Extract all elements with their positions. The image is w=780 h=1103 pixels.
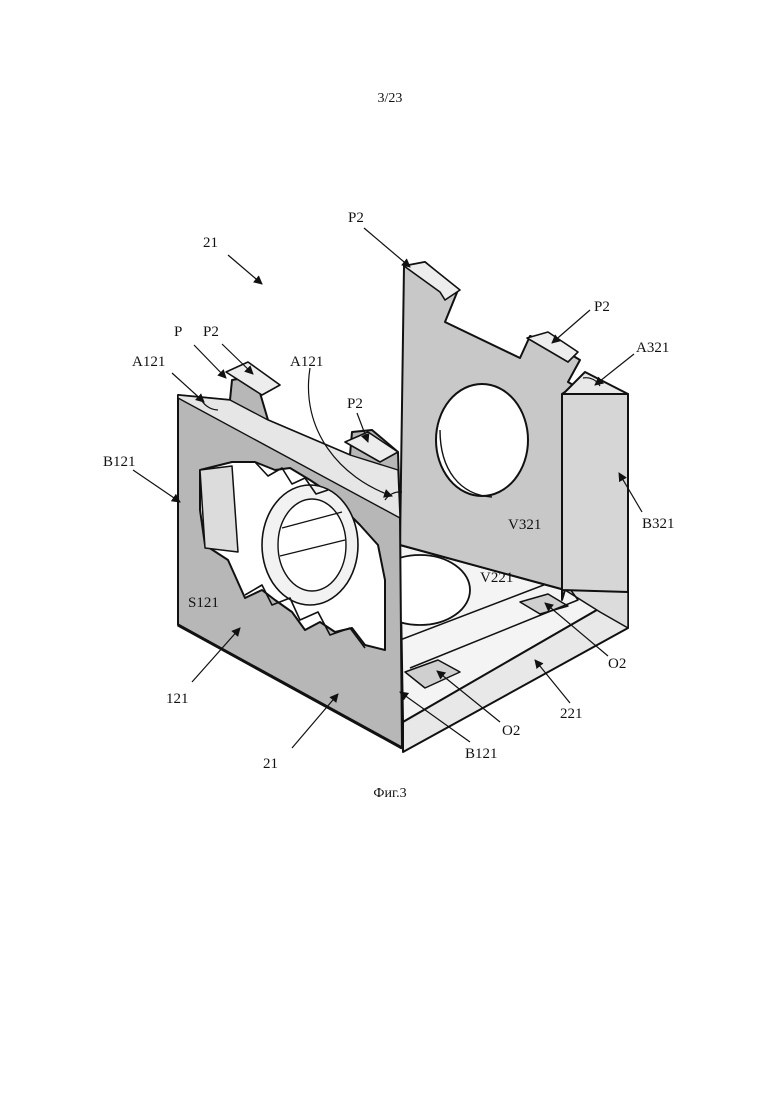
leader-p bbox=[194, 345, 226, 378]
label-o2-bottom: O2 bbox=[502, 723, 520, 739]
label-o2-right: O2 bbox=[608, 656, 626, 672]
label-p2-right: P2 bbox=[594, 299, 610, 315]
label-p: P bbox=[174, 324, 182, 340]
label-b121-bottom: B121 bbox=[465, 746, 498, 762]
end-block-b321 bbox=[562, 372, 628, 592]
plate-v321-hole bbox=[436, 384, 528, 496]
leader-p2-right bbox=[552, 310, 590, 343]
left-plate-121 bbox=[178, 362, 402, 748]
window-block bbox=[200, 466, 238, 552]
label-s121: S121 bbox=[188, 595, 219, 611]
label-v321: V321 bbox=[508, 517, 541, 533]
label-21-bottom: 21 bbox=[263, 756, 278, 772]
label-v221: V221 bbox=[480, 570, 513, 586]
right-plate-321 bbox=[400, 262, 585, 600]
figure-caption: Фиг.3 bbox=[0, 786, 780, 802]
leader-b121-left bbox=[133, 470, 180, 502]
block-b321-face bbox=[562, 394, 628, 592]
label-a121-center: A121 bbox=[290, 354, 323, 370]
label-221: 221 bbox=[560, 706, 583, 722]
label-a121-left: A121 bbox=[132, 354, 165, 370]
leader-21-bottom bbox=[292, 694, 338, 748]
label-a321: A321 bbox=[636, 340, 669, 356]
label-p2-left: P2 bbox=[203, 324, 219, 340]
leader-a321 bbox=[595, 354, 634, 385]
label-b321: B321 bbox=[642, 516, 675, 532]
label-121: 121 bbox=[166, 691, 189, 707]
leader-21 bbox=[228, 255, 262, 284]
gear-inner-hole bbox=[278, 499, 346, 591]
label-b121-left: B121 bbox=[103, 454, 136, 470]
label-p2-center: P2 bbox=[347, 396, 363, 412]
leader-p2-top bbox=[364, 228, 410, 267]
label-21: 21 bbox=[203, 235, 218, 251]
label-p2-top: P2 bbox=[348, 210, 364, 226]
